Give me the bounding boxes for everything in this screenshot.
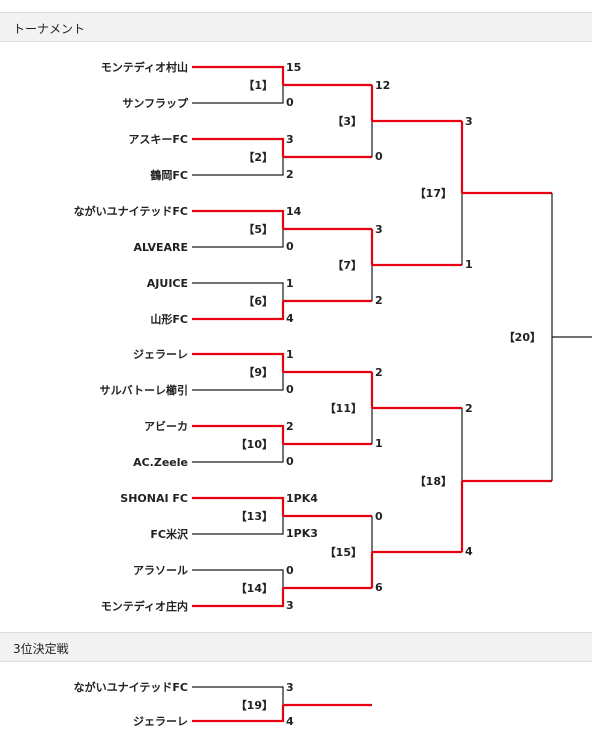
score: 3 — [375, 223, 383, 236]
team-name: モンテディオ庄内 — [101, 599, 188, 613]
score: 3 — [465, 115, 473, 128]
score: 1 — [465, 258, 473, 271]
third-place-lines — [192, 686, 372, 723]
score: 0 — [375, 150, 383, 163]
semifinal-scores: 3 1 2 4 — [465, 115, 473, 558]
score: 0 — [286, 240, 294, 253]
score: 0 — [286, 96, 294, 109]
team-name: ながいユナイテッドFC — [74, 680, 188, 694]
team-name: ジェラーレ — [133, 348, 188, 361]
score: 4 — [465, 545, 473, 558]
round1-lines — [192, 65, 372, 608]
team-name: SHONAI FC — [120, 492, 188, 505]
team-name: ながいユナイテッドFC — [74, 204, 188, 218]
match-number: 【17】 — [415, 187, 452, 200]
match-number: 【19】 — [236, 699, 273, 712]
third-place-title: 3位決定戦 — [13, 642, 69, 656]
match-number: 【7】 — [332, 259, 362, 272]
team-name: モンテディオ村山 — [101, 60, 188, 74]
third-place-scores: 3 4 — [286, 681, 294, 728]
tournament-title: トーナメント — [13, 22, 86, 36]
team-name: サンフラップ — [122, 96, 189, 110]
match-number: 【13】 — [236, 510, 273, 523]
match-number: 【10】 — [236, 438, 273, 451]
team-name: 山形FC — [150, 312, 188, 326]
match-number: 【18】 — [415, 475, 452, 488]
score: 1 — [286, 348, 294, 361]
semifinal-lines — [460, 121, 552, 552]
score: 0 — [286, 455, 294, 468]
score: 3 — [286, 133, 294, 146]
team-name: ALVEARE — [133, 241, 188, 254]
score: 4 — [286, 312, 294, 325]
round1-scores: 15 0 3 2 14 0 1 4 1 0 2 0 1PK4 1PK3 0 3 — [286, 61, 318, 612]
team-name: アスキーFC — [128, 133, 188, 146]
score: 6 — [375, 581, 383, 594]
match-number: 【15】 — [325, 546, 362, 559]
score: 0 — [375, 510, 383, 523]
score: 4 — [286, 715, 294, 728]
match-number: 【11】 — [325, 402, 362, 415]
score: 2 — [286, 420, 294, 433]
score: 1 — [286, 277, 294, 290]
score: 12 — [375, 79, 390, 92]
team-name: アラソール — [133, 564, 188, 577]
match-number: 【20】 — [504, 331, 541, 344]
match-number: 【3】 — [332, 115, 362, 128]
round2-scores: 12 0 3 2 2 1 0 6 — [375, 79, 390, 594]
score: 0 — [286, 383, 294, 396]
score: 3 — [286, 599, 294, 612]
team-name: アビーカ — [144, 419, 188, 433]
match-number: 【14】 — [236, 582, 273, 595]
team-name: FC米沢 — [150, 527, 189, 541]
tournament-section-header: トーナメント — [0, 12, 592, 42]
score: 2 — [465, 402, 473, 415]
score: 2 — [375, 294, 383, 307]
score: 15 — [286, 61, 301, 74]
match-numbers: 【1】 【2】 【5】 【6】 【9】 【10】 【13】 【14】 【3】 【… — [236, 79, 541, 712]
score: 0 — [286, 564, 294, 577]
score: 14 — [286, 205, 302, 218]
match-number: 【1】 — [243, 79, 273, 92]
third-place-section-header: 3位決定戦 — [0, 632, 592, 662]
round2-lines — [283, 85, 462, 590]
match-number: 【5】 — [243, 223, 273, 236]
team-name: ジェラーレ — [133, 715, 188, 728]
match-number: 【2】 — [243, 151, 273, 164]
score: 1PK3 — [286, 527, 318, 540]
team-name: サルバトーレ櫛引 — [100, 383, 188, 397]
team-name: AJUICE — [147, 277, 188, 290]
score: 1 — [375, 437, 383, 450]
team-name: 鶴岡FC — [150, 168, 188, 182]
score: 2 — [375, 366, 383, 379]
match-number: 【6】 — [243, 295, 273, 308]
team-name: AC.Zeele — [133, 456, 188, 469]
score: 3 — [286, 681, 294, 694]
score: 2 — [286, 168, 294, 181]
match-number: 【9】 — [243, 366, 273, 379]
final-lines — [551, 193, 592, 481]
score: 1PK4 — [286, 492, 318, 505]
